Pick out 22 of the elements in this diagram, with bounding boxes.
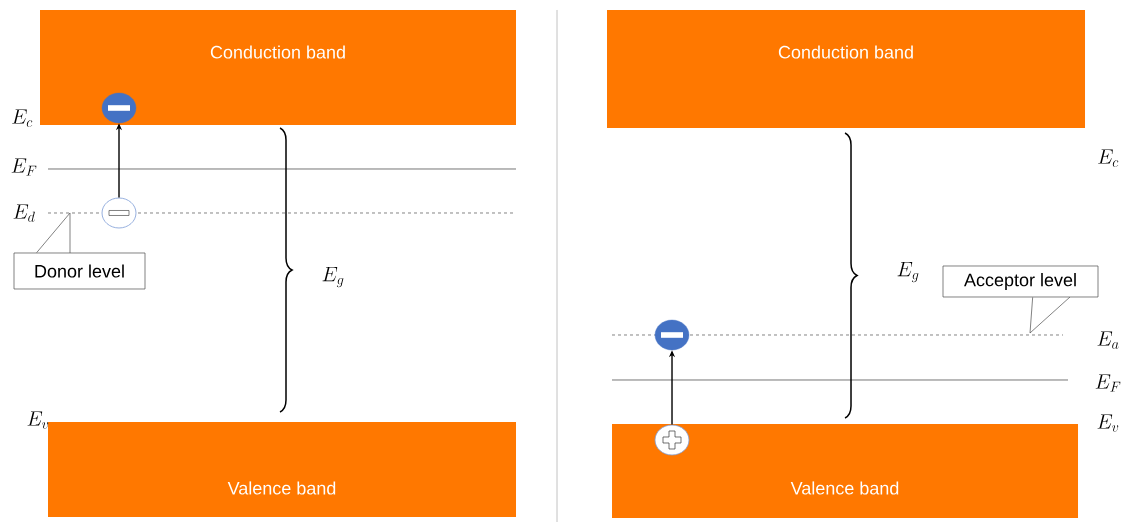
energy-label: $E_F$: [11, 158, 37, 176]
energy-label: $E_F$: [1095, 374, 1121, 392]
energy-label: $E_v$: [27, 411, 49, 429]
hole-circle: [654, 424, 690, 456]
callout-box: Acceptor level: [942, 265, 1099, 298]
energy-label: $E_c$: [1098, 149, 1119, 167]
band-rectangle: Valence band: [612, 424, 1078, 518]
leader-line: [1029, 297, 1033, 334]
donor-ion-circle: [101, 197, 137, 229]
energy-label: $E_c$: [12, 109, 33, 127]
electron-circle: [654, 319, 690, 351]
energy-label: $E_g$: [897, 262, 919, 283]
energy-label: $E_v$: [1097, 414, 1119, 432]
electron-circle: [101, 92, 137, 124]
band-rectangle: Conduction band: [607, 10, 1085, 128]
leader-line: [36, 212, 71, 253]
band-rectangle: Valence band: [48, 422, 516, 517]
energy-label: $E_g$: [322, 267, 344, 288]
band-rectangle: Conduction band: [40, 10, 516, 125]
energy-label: $E_a$: [1097, 331, 1119, 349]
energy-label: $E_d$: [13, 204, 35, 222]
callout-box: Donor level: [13, 252, 146, 290]
